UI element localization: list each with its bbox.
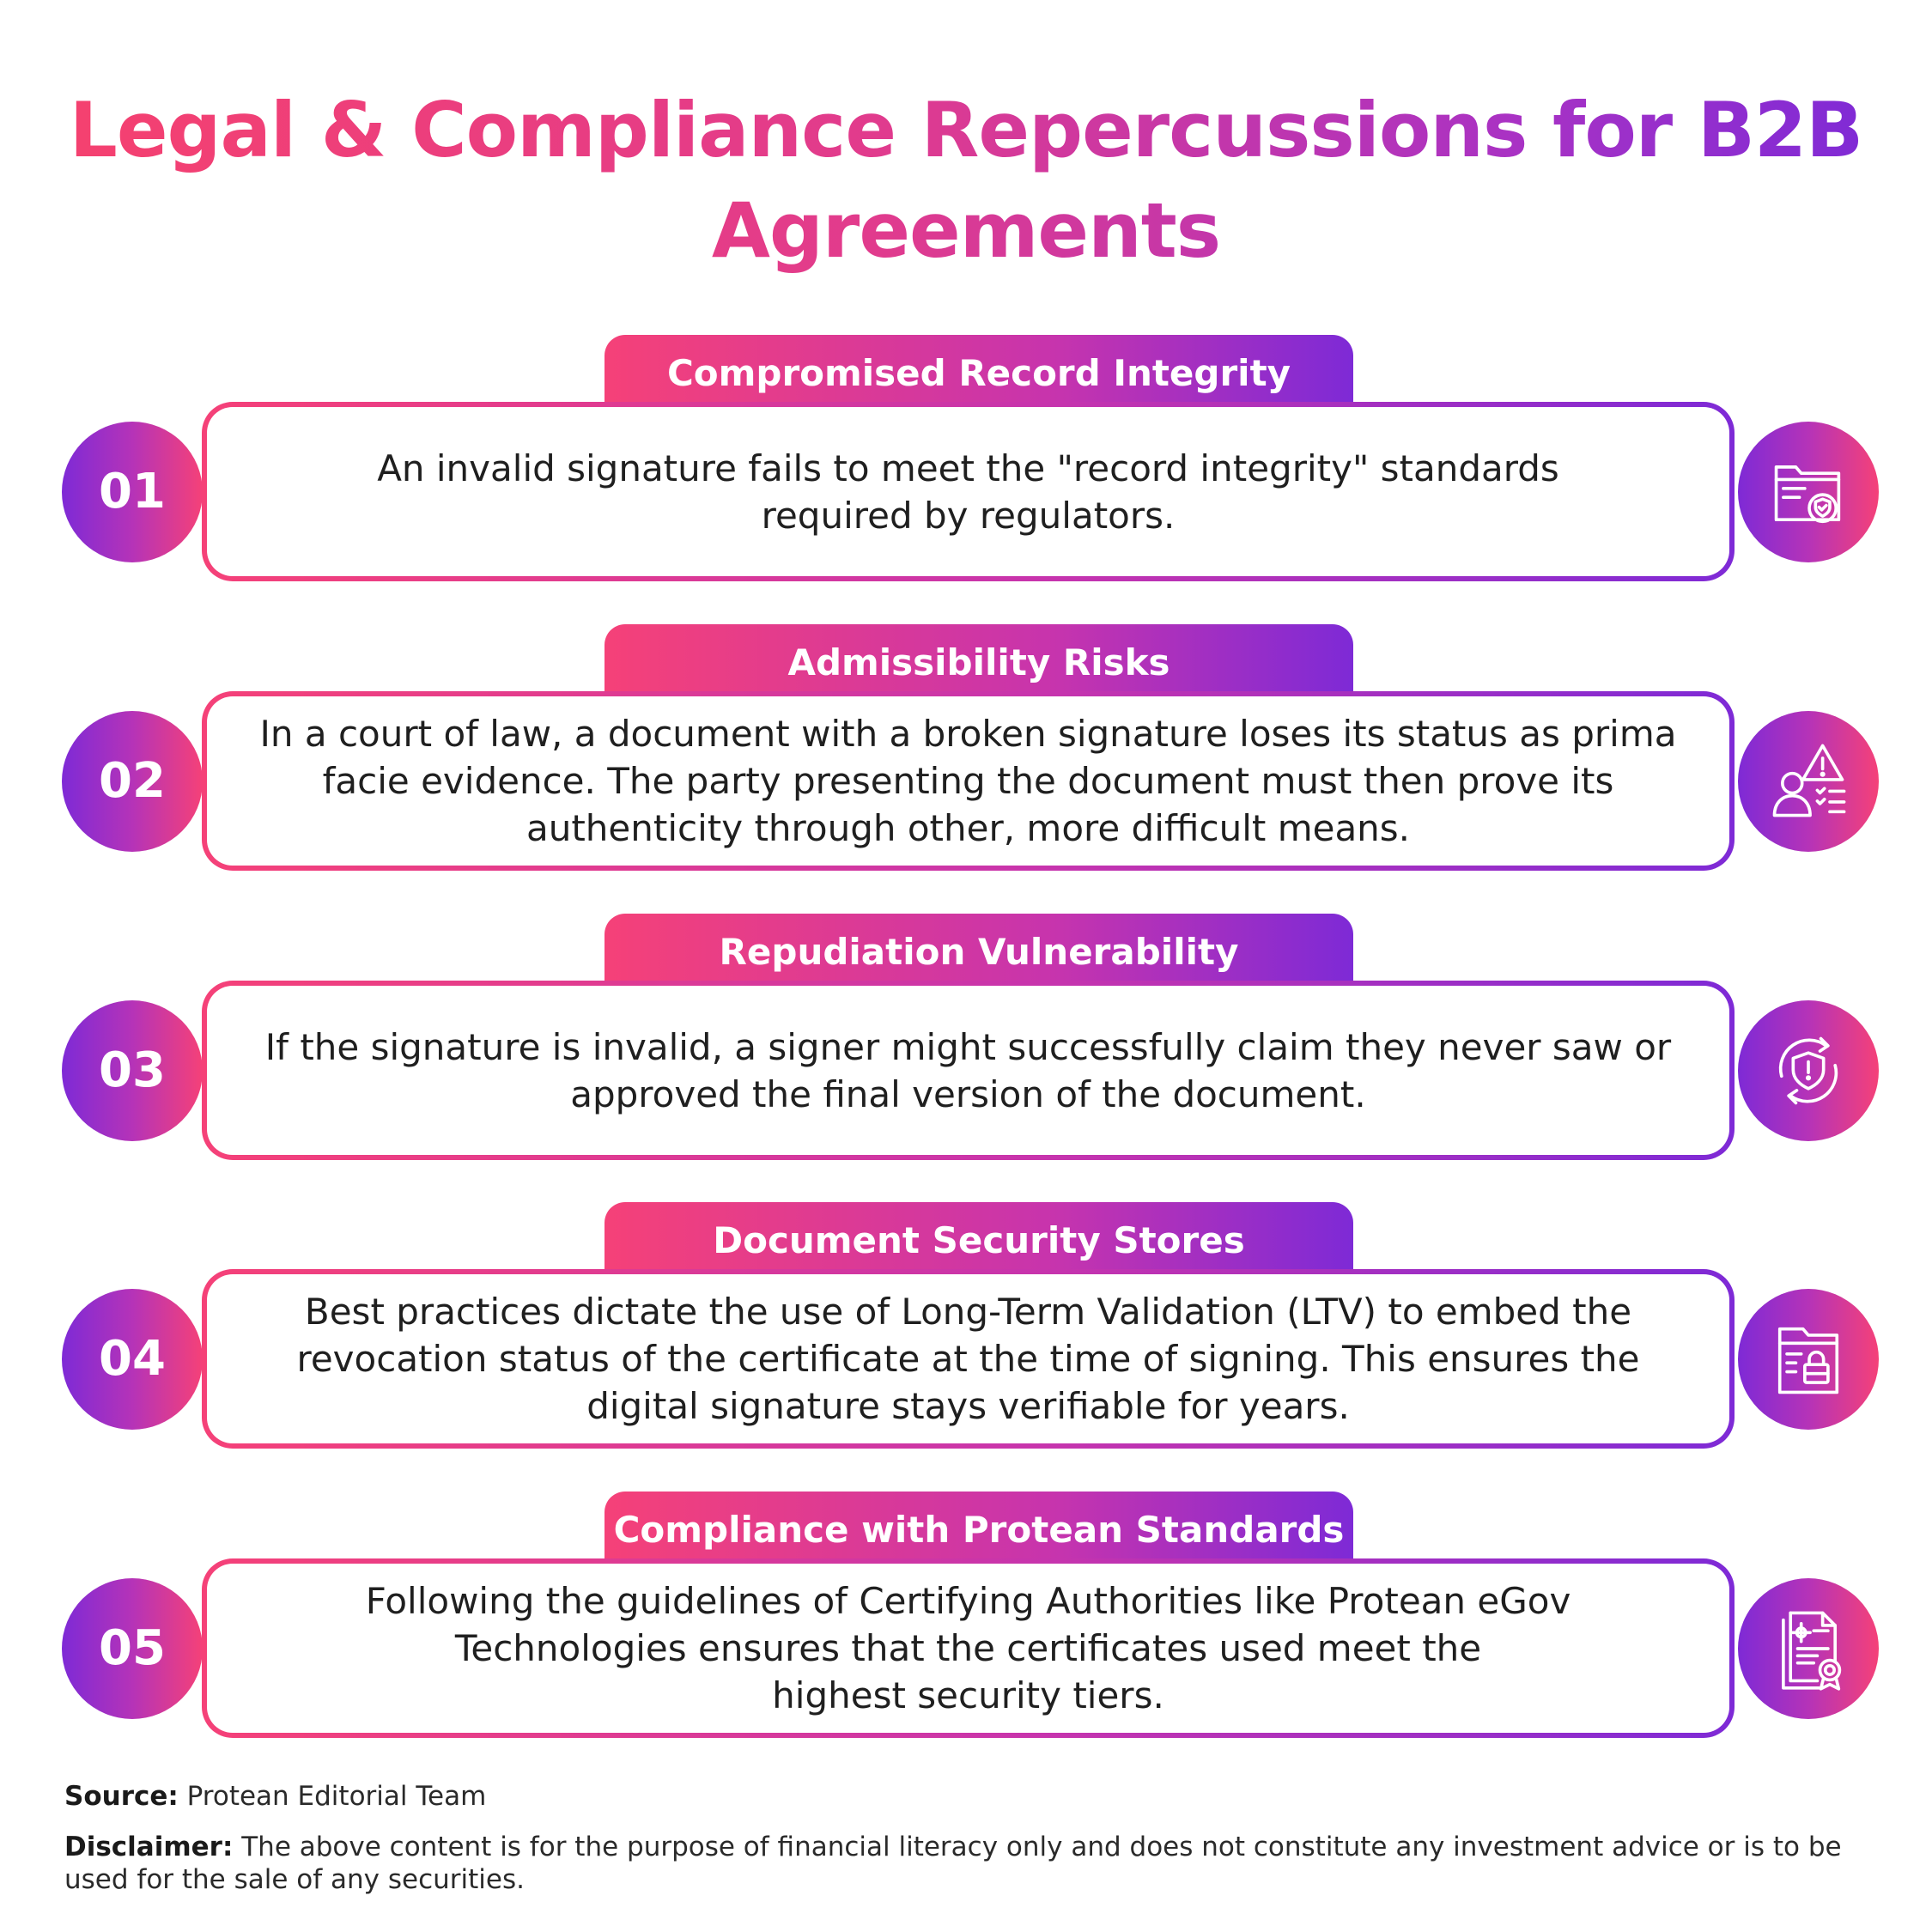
- item-card: Following the guidelines of Certifying A…: [202, 1558, 1735, 1738]
- item-card: In a court of law, a document with a bro…: [202, 691, 1735, 871]
- item-description: Following the guidelines of Certifying A…: [365, 1580, 1571, 1716]
- item-number-badge: 01: [62, 422, 203, 562]
- shield-refresh-icon: [1738, 1000, 1879, 1141]
- list-item: Repudiation Vulnerability If the signatu…: [0, 914, 1932, 1180]
- item-heading: Admissibility Risks: [605, 624, 1353, 695]
- list-item: Document Security Stores Best practices …: [0, 1202, 1932, 1468]
- list-item: Compromised Record Integrity An invalid …: [0, 335, 1932, 601]
- item-heading: Compromised Record Integrity: [605, 335, 1353, 405]
- item-card: Best practices dictate the use of Long-T…: [202, 1269, 1735, 1449]
- item-card: An invalid signature fails to meet the "…: [202, 402, 1735, 581]
- source-text: Protean Editorial Team: [178, 1781, 487, 1812]
- disclaimer-line: Disclaimer: The above content is for the…: [64, 1831, 1876, 1896]
- item-number-badge: 03: [62, 1000, 203, 1141]
- item-number-badge: 02: [62, 711, 203, 852]
- disclaimer-label: Disclaimer:: [64, 1832, 234, 1862]
- item-card: If the signature is invalid, a signer mi…: [202, 981, 1735, 1160]
- secure-folder-icon: [1738, 1289, 1879, 1430]
- item-heading: Repudiation Vulnerability: [605, 914, 1353, 984]
- source-label: Source:: [64, 1781, 179, 1812]
- item-description: An invalid signature fails to meet the "…: [377, 447, 1559, 537]
- title-line-1: Legal & Compliance Repercussions for B2B: [52, 82, 1880, 179]
- item-heading: Document Security Stores: [605, 1202, 1353, 1273]
- title-line-2: Agreements: [52, 182, 1880, 280]
- item-heading: Compliance with Protean Standards: [605, 1492, 1353, 1562]
- list-item: Admissibility Risks In a court of law, a…: [0, 624, 1932, 890]
- item-description: Best practices dictate the use of Long-T…: [296, 1291, 1640, 1427]
- list-item: Compliance with Protean Standards Follow…: [0, 1492, 1932, 1758]
- item-description: If the signature is invalid, a signer mi…: [264, 1025, 1672, 1115]
- certificate-icon: [1738, 1578, 1879, 1719]
- user-warning-icon: [1738, 711, 1879, 852]
- disclaimer-text: The above content is for the purpose of …: [64, 1832, 1842, 1895]
- item-number-badge: 05: [62, 1578, 203, 1719]
- item-number-badge: 04: [62, 1289, 203, 1430]
- folder-shield-icon: [1738, 422, 1879, 562]
- item-description: In a court of law, a document with a bro…: [259, 713, 1677, 849]
- source-line: Source: Protean Editorial Team: [64, 1780, 1876, 1813]
